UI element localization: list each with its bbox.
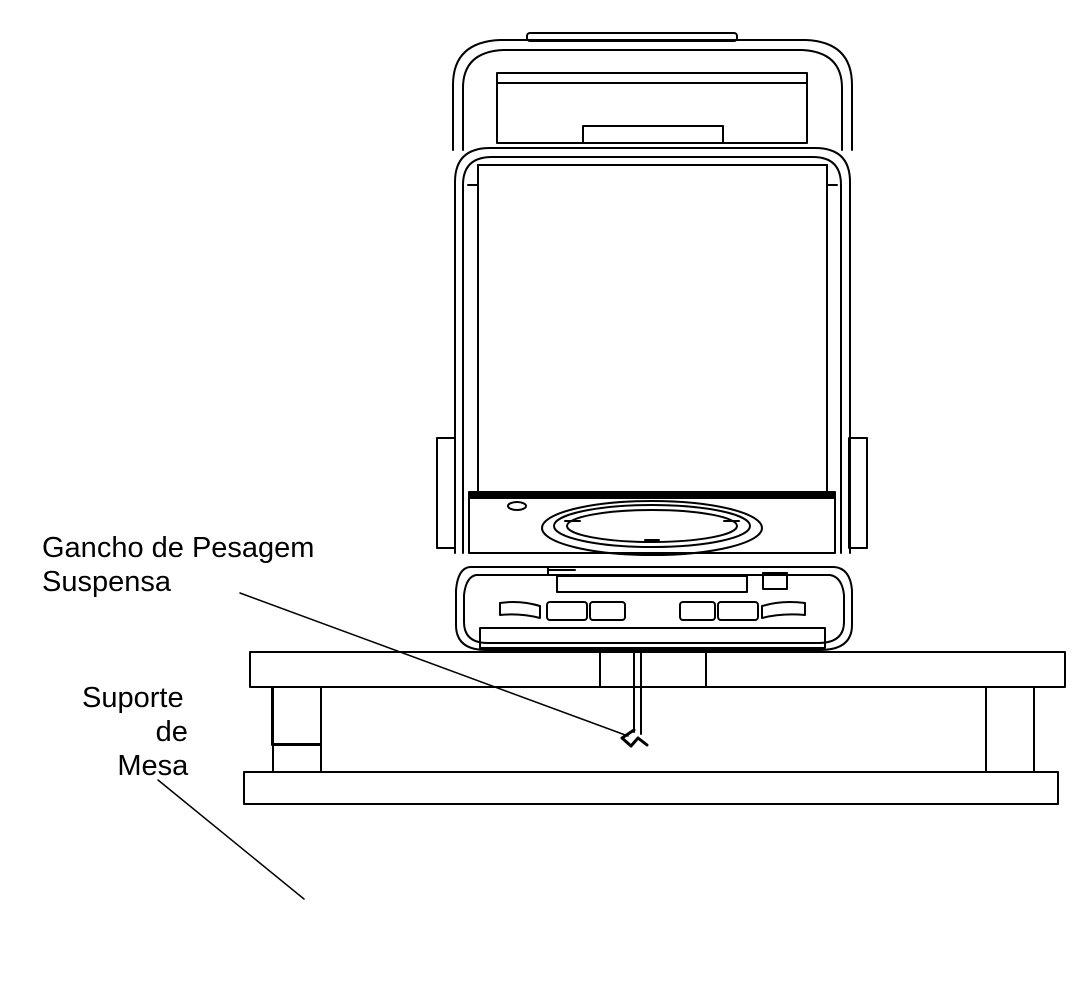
table-support (243, 651, 1066, 805)
leader-lines (157, 592, 629, 900)
table-support-label-line3: Mesa (117, 750, 189, 782)
table-support-label: Suporte de Mesa (82, 681, 188, 783)
control-panel (455, 566, 853, 651)
draft-shield (454, 147, 851, 554)
table-support-label-line1: Suporte (82, 682, 184, 714)
hook-label-line2: Suspensa (42, 566, 171, 598)
table-support-label-line2: de (155, 716, 188, 748)
hook-label: Gancho de Pesagem Suspensa (42, 531, 314, 599)
balance-top-cover (452, 32, 853, 151)
balance-base (468, 497, 836, 556)
hook-label-line1: Gancho de Pesagem (42, 532, 315, 564)
